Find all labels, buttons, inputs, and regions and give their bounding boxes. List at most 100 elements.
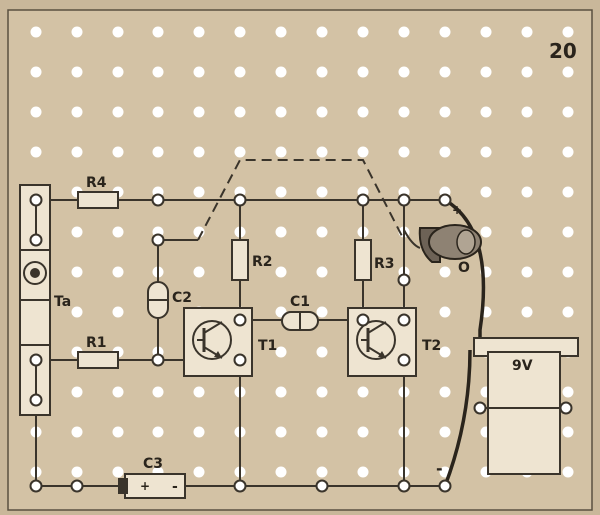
peg-hole [71,266,83,278]
connection-node [397,353,411,367]
peg-hole [398,106,410,118]
connection-node [438,479,452,493]
peg-hole [71,226,83,238]
peg-hole [439,146,451,158]
resistor-r1 [77,351,119,369]
label-t2: T2 [422,338,441,354]
dashed-jumper [197,159,405,241]
peg-hole [480,146,492,158]
peg-hole [398,146,410,158]
peg-hole [71,386,83,398]
capacitor-c1 [281,311,319,331]
connection-node [151,193,165,207]
peg-hole [193,26,205,38]
connection-node [29,233,43,247]
peg-hole [316,66,328,78]
connection-node [315,479,329,493]
connection-node [70,479,84,493]
peg-hole [193,266,205,278]
peg-hole [275,186,287,198]
peg-hole [71,146,83,158]
peg-hole [316,306,328,318]
connection-node [151,233,165,247]
capacitor-c2 [147,281,169,319]
peg-hole [30,66,42,78]
peg-hole [112,226,124,238]
peg-hole [521,26,533,38]
label-c2: C2 [172,290,192,306]
connection-node [29,393,43,407]
peg-hole [152,426,164,438]
peg-hole [30,146,42,158]
label-r4: R4 [86,175,107,191]
peg-hole [275,346,287,358]
peg-hole [193,106,205,118]
capacitor-c3 [118,473,186,499]
peg-hole [521,306,533,318]
label-battery: 9V [512,358,533,374]
connection-node [29,479,43,493]
peg-hole [562,66,574,78]
peg-hole [562,26,574,38]
peg-hole [152,66,164,78]
peg-hole [316,466,328,478]
peg-hole [193,386,205,398]
label-speaker-minus: - [436,459,443,478]
peg-hole [275,466,287,478]
peg-hole [562,186,574,198]
connection-nodes [29,193,573,493]
peg-hole [275,386,287,398]
peg-hole [316,106,328,118]
peg-hole [193,186,205,198]
peg-hole [234,66,246,78]
peg-hole [193,466,205,478]
connection-node [29,193,43,207]
battery-cable-positive [444,198,486,345]
earphone-o [418,224,482,263]
connection-node [397,313,411,327]
connection-node [151,353,165,367]
peg-hole [152,386,164,398]
peg-hole [71,26,83,38]
peg-hole [562,146,574,158]
peg-hole [357,66,369,78]
label-t1: T1 [258,338,277,354]
peg-hole [439,266,451,278]
peg-hole [275,106,287,118]
label-c1: C1 [290,294,310,310]
peg-hole [521,186,533,198]
connection-node [233,313,247,327]
peg-hole [316,26,328,38]
peg-hole [357,26,369,38]
peg-hole [112,306,124,318]
connection-node [559,401,573,415]
peg-hole [480,66,492,78]
connection-node [356,313,370,327]
peg-hole [562,106,574,118]
wire-speaker-lead [403,229,421,249]
battery-cable-negative [443,349,472,487]
peg-hole [275,426,287,438]
peg-hole [30,106,42,118]
peg-hole [562,466,574,478]
peg-hole [562,306,574,318]
page-number: 20 [549,39,577,63]
label-c3-minus: - [172,479,178,495]
peg-hole [357,466,369,478]
peg-hole [71,66,83,78]
peg-hole [357,386,369,398]
connection-node [233,353,247,367]
connection-node [438,193,452,207]
peg-hole [480,226,492,238]
peg-hole [480,186,492,198]
peg-hole [439,306,451,318]
connection-node [397,273,411,287]
peg-hole [71,306,83,318]
peg-hole [316,266,328,278]
peg-hole [562,426,574,438]
resistor-r2 [231,239,249,281]
label-speaker-plus: + [452,203,462,217]
peg-hole [112,466,124,478]
peg-hole [275,146,287,158]
peg-hole [439,66,451,78]
